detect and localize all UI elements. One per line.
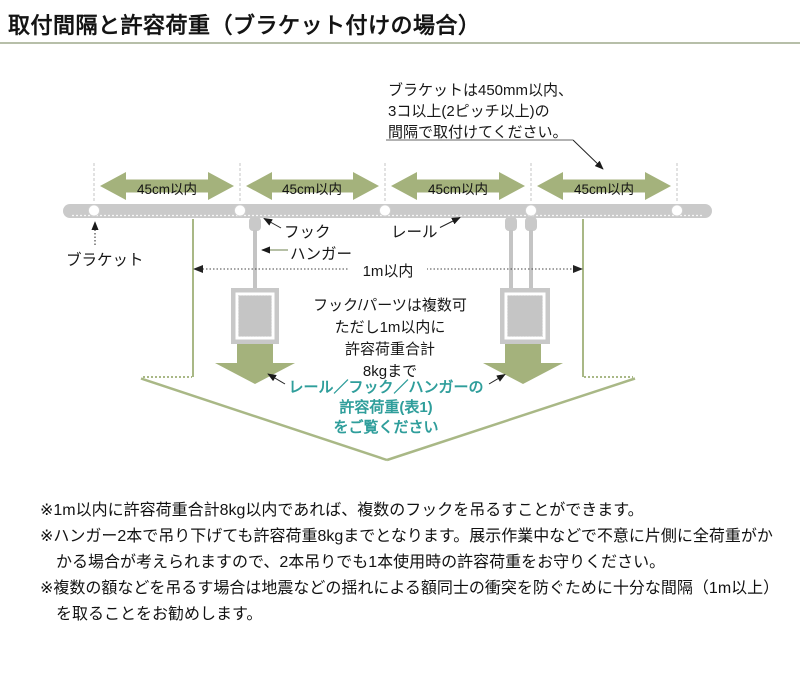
bracket-dots	[88, 204, 683, 217]
bracket-dot	[234, 204, 246, 217]
bracket-dot	[671, 204, 683, 217]
load-note-line: フック/パーツは複数可	[313, 297, 467, 314]
interval-label: 45cm以内	[136, 182, 197, 197]
bracket-dot	[379, 204, 391, 217]
remark-item: ※ハンガー2本で吊り下げても許容荷重8kgまでとなります。展示作業中などで不意に…	[40, 528, 773, 571]
load-note: フック/パーツは複数可 ただし1m以内に 許容荷重合計 8kgまで	[290, 295, 490, 383]
hanger-label: ハンガー	[290, 246, 353, 263]
remark-item: ※1m以内に許容荷重合計8kg以内であれば、複数のフックを吊るすことができます。	[40, 502, 644, 519]
hanger-wires	[253, 230, 533, 289]
rail-label: レール	[391, 224, 438, 241]
rail-pointer-arrow	[439, 217, 461, 228]
load-note-line: 許容荷重合計	[344, 341, 435, 358]
interval-label: 45cm以内	[573, 182, 634, 197]
interval-arrow-1	[100, 172, 234, 200]
bracket-note-line: 間隔で取付けてください。	[388, 124, 568, 141]
bracket-dot	[88, 204, 100, 217]
page-title: 取付間隔と許容荷重（ブラケット付けの場合）	[8, 13, 481, 38]
capacity-note: レール／フック／ハンガーの 許容荷重(表1) をご覧ください	[286, 378, 486, 438]
hook-label: フック	[284, 224, 331, 241]
span-dimension-label: 1m以内	[349, 260, 427, 281]
bracket-note: ブラケットは450mm以内、 3コ以上(2ピッチ以上)の 間隔で取付けてください…	[388, 80, 618, 143]
load-note-line: ただし1m以内に	[334, 319, 446, 336]
title-divider	[0, 42, 800, 44]
bracket-guide-lines	[93, 163, 678, 203]
remark-item: ※複数の額などを吊るす場合は地震などの揺れによる額同士の衝突を防ぐために十分な間…	[40, 580, 772, 623]
load-note-line: 8kgまで	[362, 363, 418, 380]
interval-arrow-3	[391, 172, 525, 200]
load-arrow-right	[483, 344, 563, 384]
load-zone-outline	[140, 376, 636, 462]
hook	[525, 217, 537, 231]
capacity-note-line: をご覧ください	[333, 419, 439, 436]
bracket-label: ブラケット	[66, 252, 144, 269]
interval-label: 45cm以内	[281, 182, 342, 197]
hook	[249, 217, 261, 231]
load-arrow-left	[215, 344, 295, 384]
bracket-note-line: ブラケットは450mm以内、	[388, 82, 574, 99]
remarks: ※1m以内に許容荷重合計8kg以内であれば、複数のフックを吊るすことができます。…	[40, 498, 774, 628]
bracket-dot	[525, 204, 537, 217]
capacity-note-left-arrow	[267, 373, 286, 385]
hooks	[249, 217, 537, 231]
interval-arrow-4	[537, 172, 671, 200]
interval-arrow-2	[246, 172, 379, 200]
interval-arrows	[100, 172, 671, 200]
interval-label: 45cm以内	[427, 182, 488, 197]
bracket-note-line: 3コ以上(2ピッチ以上)の	[388, 103, 550, 120]
hook	[505, 217, 517, 231]
hook-pointer-arrow	[263, 218, 282, 229]
picture-right	[500, 288, 550, 344]
span-extension-lines	[192, 219, 584, 377]
bracket-note-pointer-arrow	[572, 139, 604, 170]
load-arrows	[215, 344, 563, 384]
capacity-note-line: レール／フック／ハンガーの	[288, 379, 484, 396]
bracket-note-underline	[386, 139, 573, 141]
picture-left	[231, 288, 279, 344]
capacity-note-line: 許容荷重(表1)	[339, 399, 433, 416]
capacity-note-right-arrow	[488, 374, 506, 385]
